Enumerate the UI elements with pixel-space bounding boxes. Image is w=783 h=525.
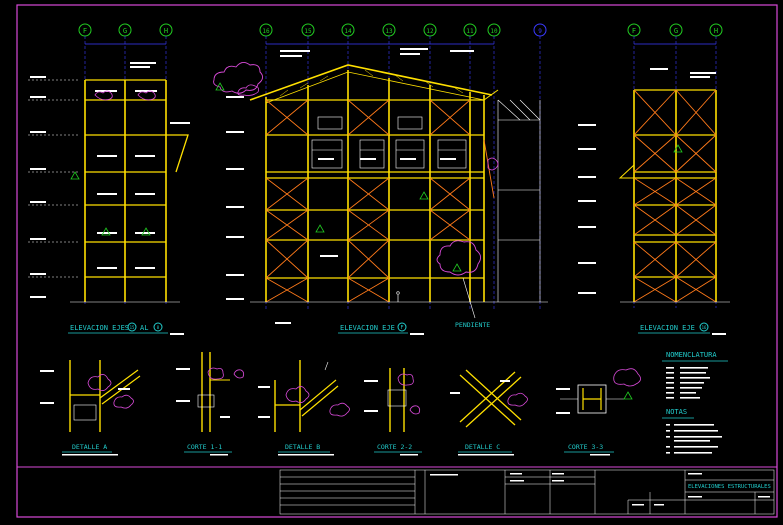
svg-text:F: F <box>632 27 636 35</box>
svg-text:15: 15 <box>130 325 135 330</box>
detail-c: DETALLE C <box>450 369 528 456</box>
svg-text:H: H <box>714 27 718 35</box>
grid-bubble-label: H <box>164 27 168 35</box>
svg-text:G: G <box>674 27 678 35</box>
detail-a-title: DETALLE A <box>72 443 107 451</box>
notas-title: NOTAS <box>666 408 687 416</box>
grid-bubble-label: F <box>83 27 87 35</box>
section-1-1-title: CORTE 1-1 <box>187 443 222 451</box>
center-view-title: ELEVACION EJE <box>340 324 395 332</box>
svg-text:9: 9 <box>538 28 542 35</box>
details-row: DETALLE A CORTE 1-1 <box>40 352 641 456</box>
center-elevation: 16 15 14 13 12 11 10 9 <box>213 23 548 335</box>
sheet-name: ELEVACIONES ESTRUCTURALES <box>688 484 771 490</box>
detail-b: DETALLE B <box>258 360 350 456</box>
left-view-title: ELEVACION EJES <box>70 324 129 332</box>
left-elevation: F G H <box>28 23 190 335</box>
grid-bubble-label: G <box>123 27 127 35</box>
grid-bubbles-center: 16 15 14 13 12 11 10 9 <box>259 23 547 37</box>
section-3-3-title: CORTE 3-3 <box>568 443 603 451</box>
svg-text:15: 15 <box>304 28 312 35</box>
section-2-2: CORTE 2-2 <box>364 368 422 456</box>
svg-text:AL: AL <box>140 324 148 332</box>
svg-text:8: 8 <box>157 325 160 330</box>
pendiente-label: PENDIENTE <box>455 321 490 329</box>
section-2-2-title: CORTE 2-2 <box>377 443 412 451</box>
notes-panel: NOMENCLATURA NOTAS <box>662 351 728 454</box>
sheet-border <box>16 4 778 518</box>
svg-text:10: 10 <box>490 28 498 35</box>
right-elevation: F G H <box>578 23 730 335</box>
svg-text:11: 11 <box>466 28 474 35</box>
svg-text:12: 12 <box>426 28 434 35</box>
detail-b-title: DETALLE B <box>285 443 320 451</box>
detail-c-title: DETALLE C <box>465 443 500 451</box>
detail-a: DETALLE A <box>40 360 141 456</box>
svg-text:14: 14 <box>344 28 352 35</box>
svg-text:16: 16 <box>262 28 270 35</box>
section-1-1: CORTE 1-1 <box>176 352 245 456</box>
section-3-3: CORTE 3-3 <box>556 368 641 456</box>
title-block <box>279 469 775 515</box>
svg-text:F: F <box>400 325 403 331</box>
right-view-title: ELEVACION EJE <box>640 324 695 332</box>
svg-text:13: 13 <box>385 28 393 35</box>
nomenclatura-title: NOMENCLATURA <box>666 351 717 359</box>
svg-text:16: 16 <box>702 325 707 330</box>
